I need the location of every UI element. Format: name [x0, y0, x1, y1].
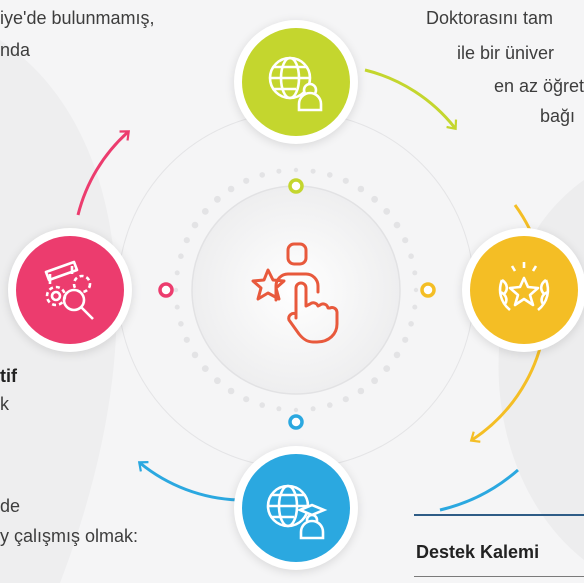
ring-dot	[408, 253, 414, 259]
ring-dot	[174, 304, 180, 310]
top-left-text-line-1: iye'de bulunmamış,	[0, 8, 155, 28]
ring-dot	[413, 287, 419, 293]
ring-dot	[276, 168, 282, 174]
ring-dot	[276, 406, 282, 412]
top-right-text-line-2: ile bir üniver	[457, 43, 555, 63]
ring-dot	[214, 195, 221, 203]
bottom-left-text-line-2: y çalışmış olmak:	[0, 526, 139, 546]
ring-dot	[402, 237, 409, 244]
arc-blue	[137, 461, 239, 502]
ring-dot	[178, 253, 184, 259]
ring-dot	[357, 387, 365, 395]
support-table-top-rule	[414, 514, 584, 516]
ring-dot	[183, 336, 190, 343]
marker-blue	[288, 414, 304, 430]
ring-dot	[310, 406, 316, 412]
ring-dot	[310, 168, 316, 174]
left-text-line: k	[0, 394, 9, 414]
ring-dot	[191, 221, 199, 229]
ring-dot	[191, 351, 199, 359]
ring-dot	[214, 377, 221, 385]
ring-dot	[393, 221, 401, 229]
support-table-header-rule	[414, 576, 584, 577]
globe-person-icon	[242, 28, 350, 136]
globe-graduate-icon	[242, 454, 350, 562]
ring-dot	[357, 185, 365, 193]
ring-dot	[383, 208, 391, 215]
support-heading: Destek Kalemi	[416, 542, 540, 562]
arc-pink	[76, 130, 131, 216]
top-right-text-line-3: en az öğret	[494, 76, 584, 96]
ring-dot	[259, 172, 266, 178]
ring-dot	[342, 396, 349, 403]
ring-dot	[342, 177, 349, 184]
arc-green	[364, 68, 458, 131]
marker-green	[288, 178, 304, 194]
ring-dot	[293, 167, 299, 173]
ring-dot	[174, 270, 180, 276]
node-bottom-circle	[242, 454, 350, 562]
ring-dot	[259, 402, 266, 408]
ring-dot	[383, 365, 391, 372]
ring-dot	[412, 270, 418, 276]
node-top-circle	[242, 28, 350, 136]
gears-magnifier-icon	[16, 236, 124, 344]
ring-dot	[371, 377, 378, 385]
ring-dot	[293, 407, 299, 413]
ring-dot	[327, 172, 333, 178]
ring-dot	[173, 287, 179, 293]
ring-dot	[393, 351, 401, 359]
laurel-star-icon	[470, 236, 578, 344]
top-right-text-line-1: Doktorasını tam	[426, 8, 554, 28]
left-bold-text: tif	[0, 366, 17, 386]
ring-dot	[371, 195, 378, 203]
node-right-circle	[470, 236, 578, 344]
marker-pink	[158, 282, 174, 298]
ring-dot	[243, 396, 250, 403]
marker-yellow	[420, 282, 436, 298]
ring-dot	[183, 237, 190, 244]
ring-dot	[178, 321, 184, 327]
ring-dot	[408, 321, 414, 327]
ring-dot	[227, 185, 235, 193]
person-star-hand-icon	[251, 242, 339, 344]
ring-dot	[412, 304, 418, 310]
ring-dot	[201, 365, 209, 372]
arc-blue-tail	[439, 468, 519, 512]
top-right-text-line-4: bağı	[540, 106, 576, 126]
bottom-left-text-line-1: de	[0, 496, 21, 516]
ring-dot	[201, 208, 209, 215]
ring-dot	[227, 387, 235, 395]
node-left-circle	[16, 236, 124, 344]
ring-dot	[327, 402, 333, 408]
ring-dot	[243, 177, 250, 184]
dotted-inner-ring	[173, 167, 419, 413]
top-left-text-line-2: nda	[0, 40, 31, 60]
ring-dot	[402, 336, 409, 343]
